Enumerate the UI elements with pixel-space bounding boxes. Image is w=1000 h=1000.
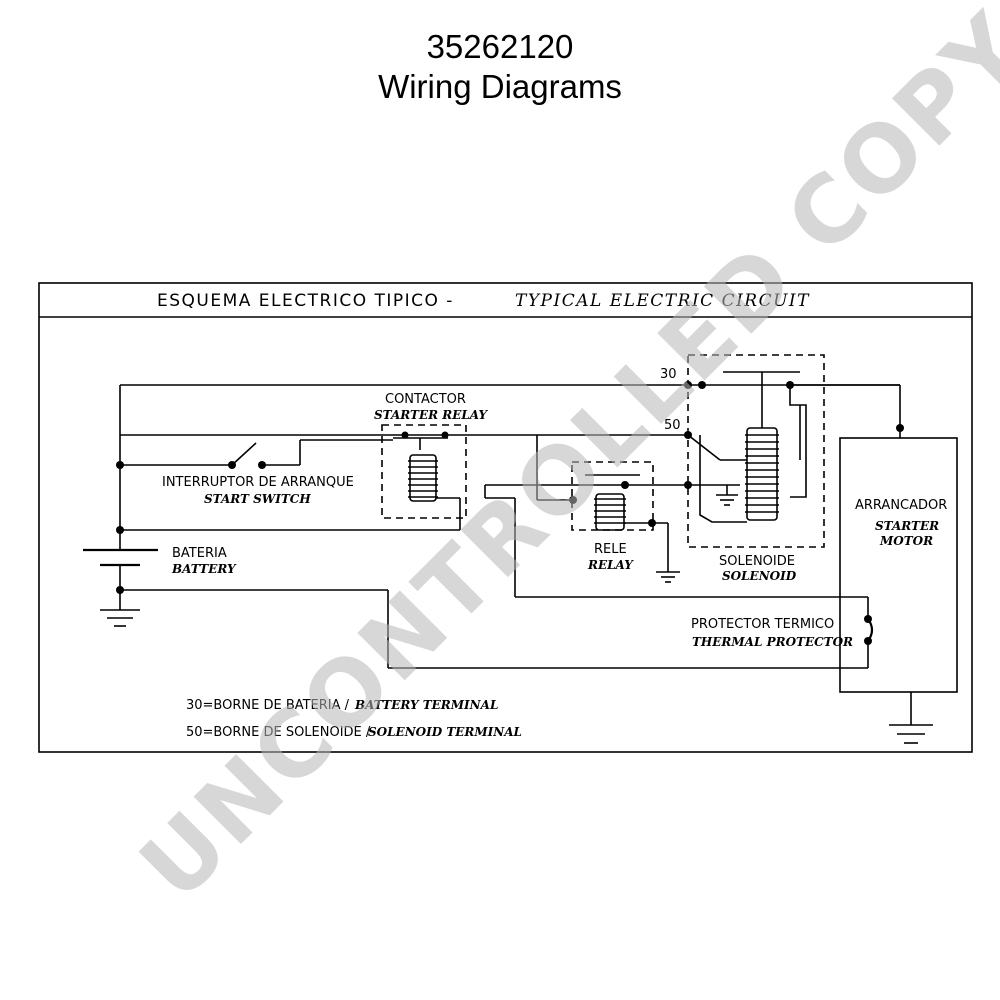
thermal-protector-label: PROTECTOR TERMICO <box>691 617 834 632</box>
watermark: UNCONTROLLED COPY <box>120 0 1000 921</box>
legend-30: 30=BORNE DE BATERIA / <box>186 698 350 713</box>
legend-50: 50=BORNE DE SOLENOIDE / <box>186 725 371 740</box>
solenoid-coil <box>745 427 779 521</box>
starter-label-en-1: STARTER <box>875 519 939 533</box>
battery-label-en: BATTERY <box>171 562 237 576</box>
starter-label-en-2: MOTOR <box>879 534 933 548</box>
solenoid-box <box>687 354 825 548</box>
document-number: 35262120 <box>426 28 574 65</box>
solenoid-label-en: SOLENOID <box>722 569 797 583</box>
relay-box <box>571 461 654 531</box>
header-spanish: ESQUEMA ELECTRICO TIPICO - <box>157 291 454 311</box>
start-switch-label: INTERRUPTOR DE ARRANQUE <box>162 475 354 490</box>
diagram-frame <box>38 282 973 753</box>
relay-label-en: RELAY <box>587 558 634 572</box>
starter-motor-box <box>839 437 958 693</box>
start-switch-label-en: START SWITCH <box>204 492 311 506</box>
contactor-label: CONTACTOR <box>385 392 466 407</box>
solenoid-label: SOLENOIDE <box>719 554 795 569</box>
battery-label: BATERIA <box>172 546 227 561</box>
terminal-50-label: 50 <box>664 418 681 433</box>
document-title: Wiring Diagrams <box>378 68 622 105</box>
terminal-30-label: 30 <box>660 367 677 382</box>
junction-dot <box>116 461 124 469</box>
contactor-box <box>381 424 467 519</box>
relay-coil <box>594 493 626 531</box>
thermal-protector <box>864 597 874 668</box>
contactor-coil <box>408 454 438 502</box>
relay-label: RELE <box>594 542 627 557</box>
header-english: TYPICAL ELECTRIC CIRCUIT <box>515 291 810 311</box>
legend-30-en: BATTERY TERMINAL <box>354 698 498 712</box>
start-switch-blade[interactable] <box>231 442 257 466</box>
legend-50-en: SOLENOID TERMINAL <box>368 725 522 739</box>
starter-label: ARRANCADOR <box>855 498 947 513</box>
thermal-protector-label-en: THERMAL PROTECTOR <box>692 635 853 649</box>
contactor-label-en: STARTER RELAY <box>374 408 489 422</box>
